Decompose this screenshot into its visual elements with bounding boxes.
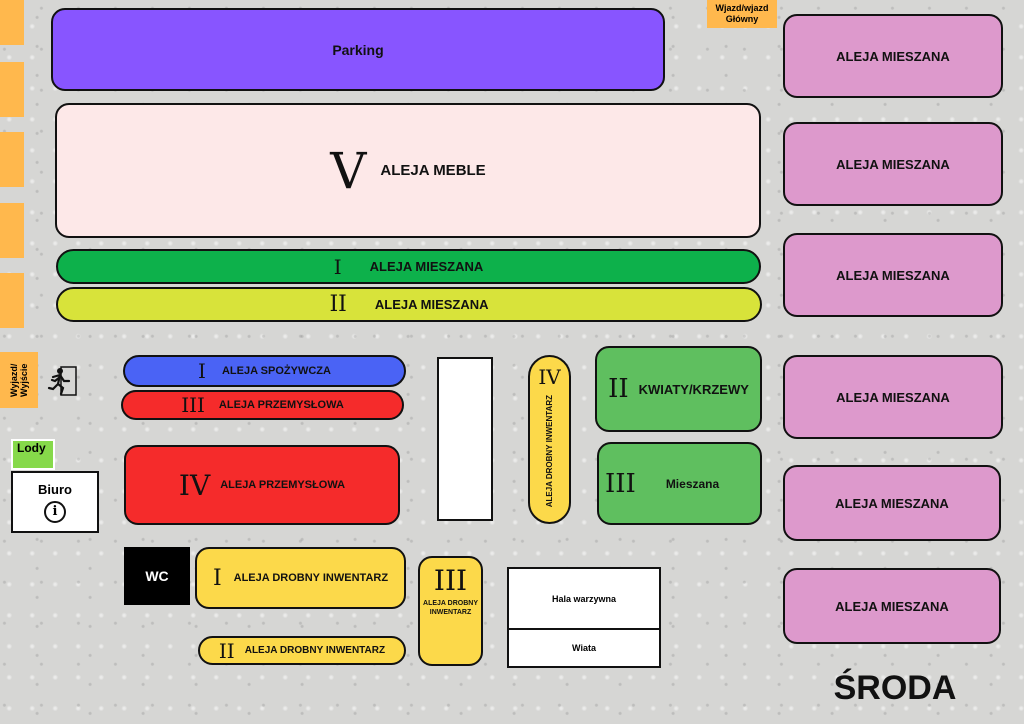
aleja-label: ALEJA MIESZANA [369, 259, 484, 274]
biuro-office[interactable]: Biuro i [11, 471, 99, 533]
wc-label: WC [145, 568, 169, 584]
aleja-meble[interactable]: V ALEJA MEBLE [55, 103, 761, 238]
aleja-spozywcza[interactable]: I ALEJA SPOŻYWCZA [123, 355, 406, 387]
lody-label: Lody [17, 441, 46, 455]
aleja-drobny-inwentarz-i[interactable]: I ALEJA DROBNY INWENTARZ [195, 547, 406, 609]
aleja-label: ALEJA DROBNY INWENTARZ [244, 645, 386, 656]
edge-marker [0, 62, 24, 117]
edge-marker [0, 203, 24, 258]
aleja-mieszana-lime[interactable]: II ALEJA MIESZANA [56, 287, 762, 322]
alley-number: III [433, 564, 468, 597]
alley-number: I [198, 359, 206, 383]
aleja-drobny-inwentarz-iv[interactable]: IV ALEJA DROBNY INWENTARZ [528, 355, 571, 524]
hala-label: Hala warzywna [551, 593, 617, 604]
info-icon: i [44, 500, 66, 523]
parking-area[interactable]: Parking [51, 8, 665, 91]
aleja-label: ALEJA PRZEMYSŁOWA [218, 399, 344, 411]
wc-box[interactable]: WC [124, 547, 190, 605]
kwiaty-krzewy[interactable]: II KWIATY/KRZEWY [595, 346, 762, 432]
aleja-mieszana-right[interactable]: ALEJA MIESZANA [783, 122, 1003, 206]
aleja-label: ALEJA MIESZANA [836, 389, 950, 405]
alley-number: III [181, 393, 205, 417]
lody-stand[interactable]: Lody [11, 439, 55, 470]
aleja-label: ALEJA MIESZANA [836, 156, 950, 172]
aleja-label: KWIATY/KRZEWY [638, 381, 749, 397]
aleja-mieszana-right[interactable]: ALEJA MIESZANA [783, 465, 1001, 541]
alley-number: V [330, 141, 367, 200]
alley-number: I [212, 565, 222, 591]
aleja-label: ALEJA DROBNY INWENTARZ [545, 395, 554, 508]
alley-number: III [605, 468, 636, 499]
aleja-label: ALEJA SPOŻYWCZA [221, 365, 331, 377]
aleja-przemyslowa-iii[interactable]: III ALEJA PRZEMYSŁOWA [121, 390, 404, 420]
alley-number: II [329, 292, 347, 317]
main-entrance-label: Wjazd/wjazd Główny [707, 0, 777, 28]
exit-running-man-icon [44, 363, 80, 399]
edge-marker [0, 0, 24, 45]
aleja-meble-label: ALEJA MEBLE [380, 162, 486, 179]
aleja-mieszana-right[interactable]: ALEJA MIESZANA [783, 355, 1003, 439]
aleja-mieszana-right[interactable]: ALEJA MIESZANA [783, 14, 1003, 98]
alley-number: I [333, 254, 342, 279]
aleja-label: ALEJA DROBNY INWENTARZ [423, 600, 478, 616]
aleja-label: ALEJA DROBNY INWENTARZ [233, 572, 389, 584]
wiata[interactable]: Wiata [507, 628, 661, 668]
aleja-label: Mieszana [665, 476, 720, 491]
side-entrance-label: Wyjazd/ Wyjście [0, 352, 38, 408]
mieszana-green[interactable]: III Mieszana [597, 442, 762, 525]
aleja-label: ALEJA MIESZANA [835, 495, 949, 511]
aleja-drobny-inwentarz-iii[interactable]: III ALEJA DROBNY INWENTARZ [418, 556, 483, 666]
empty-stall[interactable] [437, 357, 493, 521]
edge-marker [0, 273, 24, 328]
aleja-label: ALEJA MIESZANA [836, 267, 950, 283]
aleja-mieszana-right[interactable]: ALEJA MIESZANA [783, 568, 1001, 644]
aleja-mieszana-green[interactable]: I ALEJA MIESZANA [56, 249, 761, 284]
aleja-label: ALEJA PRZEMYSŁOWA [220, 479, 346, 491]
aleja-mieszana-right[interactable]: ALEJA MIESZANA [783, 233, 1003, 317]
parking-label: Parking [332, 41, 384, 58]
alley-number: II [218, 638, 235, 663]
aleja-przemyslowa-iv[interactable]: IV ALEJA PRZEMYSŁOWA [124, 445, 400, 525]
day-title: ŚRODA [833, 668, 957, 707]
alley-number: IV [538, 365, 561, 389]
alley-number: IV [178, 468, 211, 502]
edge-marker [0, 132, 24, 187]
wiata-label: Wiata [572, 643, 596, 653]
aleja-label: ALEJA MIESZANA [835, 598, 949, 614]
biuro-label: Biuro [38, 481, 72, 497]
alley-number: II [608, 374, 629, 404]
aleja-label: ALEJA MIESZANA [374, 297, 489, 312]
aleja-label: ALEJA MIESZANA [836, 48, 950, 64]
hala-warzywna[interactable]: Hala warzywna [507, 567, 661, 630]
aleja-drobny-inwentarz-ii[interactable]: II ALEJA DROBNY INWENTARZ [198, 636, 406, 665]
